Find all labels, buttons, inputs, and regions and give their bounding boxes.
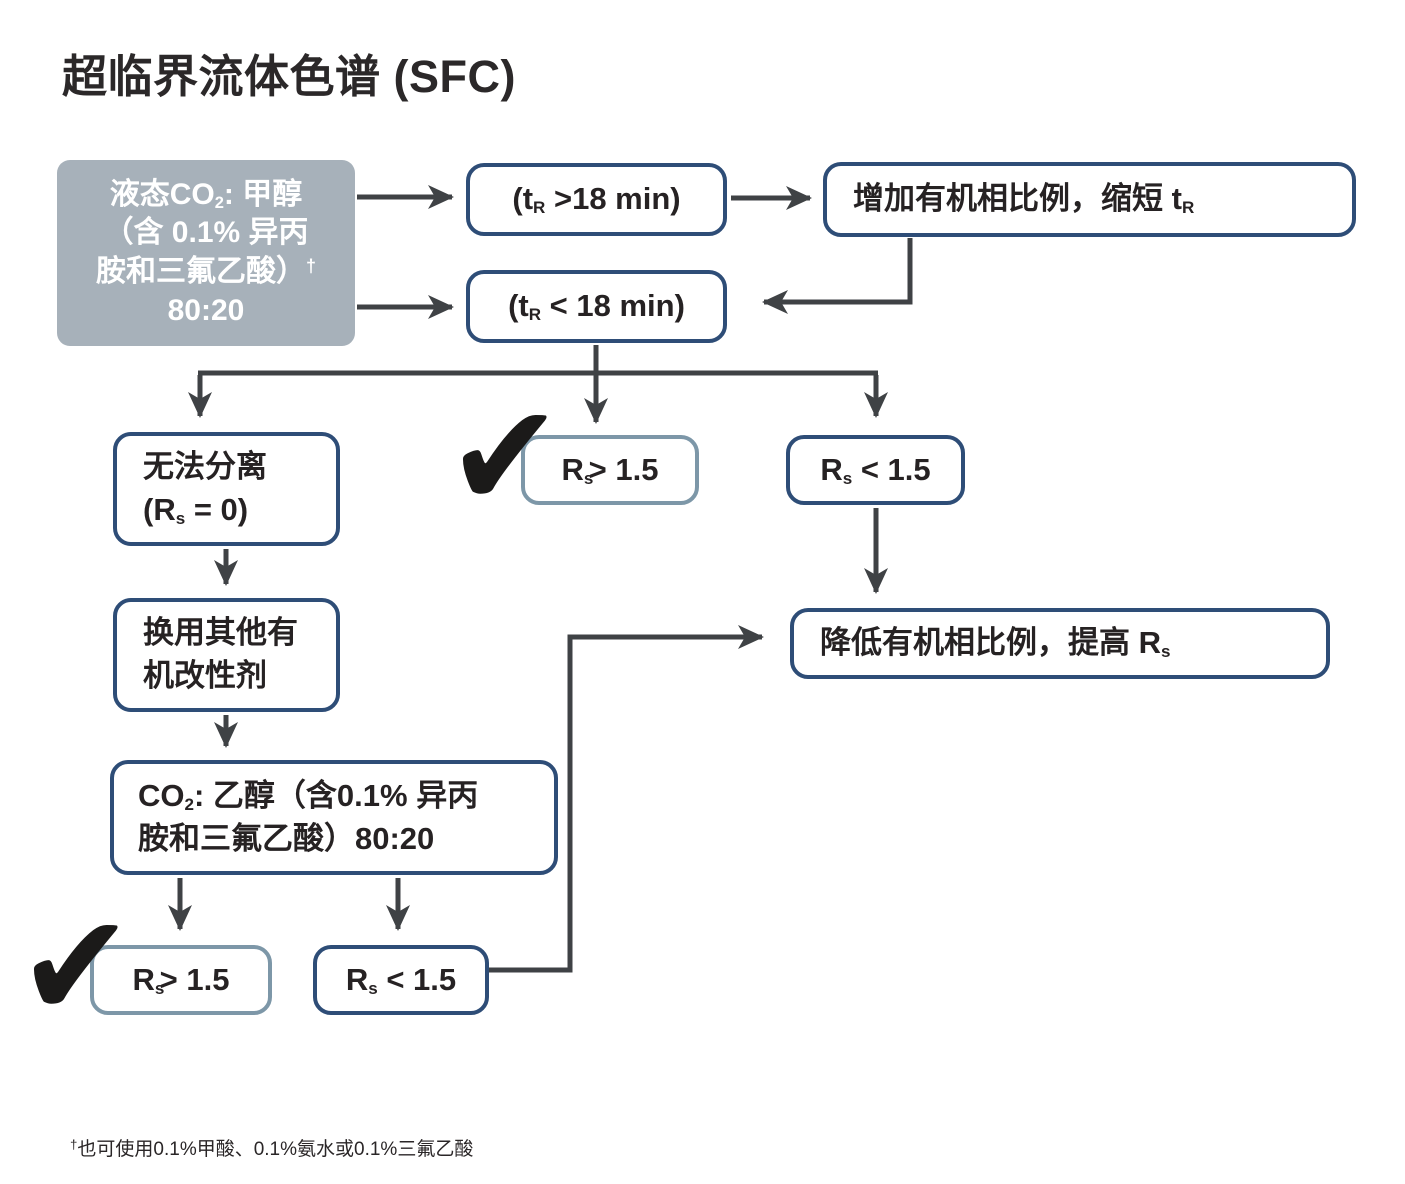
increase-organic-label: 增加有机相比例，缩短 tR xyxy=(853,181,1195,218)
node-rs-lt-1-5-bottom: Rs < 1.5 xyxy=(313,945,489,1015)
footnote: †也可使用0.1%甲酸、0.1%氨水或0.1%三氟乙酸 xyxy=(70,1134,473,1161)
decrease-organic-label: 降低有机相比例，提高 Rs xyxy=(820,625,1171,662)
rs-lt-1-5-bottom-label: Rs < 1.5 xyxy=(345,961,457,998)
node-rs-gt-1-5-bottom: Rs> 1.5 xyxy=(90,945,272,1015)
no-separation-line-1: 无法分离 xyxy=(143,449,267,485)
tr-lt-18-label: (tR < 18 min) xyxy=(508,288,685,325)
node-tr-gt-18: (tR >18 min) xyxy=(466,163,727,236)
no-separation-line-2: (Rs = 0) xyxy=(143,492,249,529)
change-modifier-line-1: 换用其他有 xyxy=(143,615,298,651)
change-modifier-line-2: 机改性剂 xyxy=(143,658,267,693)
start-line-1: 液态CO2: 甲醇 xyxy=(109,177,303,212)
start-line-4: 80:20 xyxy=(167,293,245,327)
node-rs-lt-1-5-top: Rs < 1.5 xyxy=(786,435,965,505)
node-decrease-organic: 降低有机相比例，提高 Rs xyxy=(790,608,1330,679)
co2-ethanol-line-1: CO2: 乙醇（含0.1% 异丙 xyxy=(138,777,479,814)
rs-gt-1-5-bottom-label: Rs> 1.5 xyxy=(132,961,230,998)
node-tr-lt-18: (tR < 18 min) xyxy=(466,270,727,343)
node-no-separation: 无法分离 (Rs = 0) xyxy=(113,432,340,546)
footnote-dagger: † xyxy=(70,1137,78,1153)
node-change-modifier: 换用其他有 机改性剂 xyxy=(113,598,340,712)
checkmark-icon: ✔ xyxy=(447,371,563,541)
node-rs-gt-1-5-mid: Rs> 1.5 xyxy=(521,435,699,505)
start-line-3: 胺和三氟乙酸）† xyxy=(95,255,316,288)
rs-lt-1-5-top-label: Rs < 1.5 xyxy=(820,451,931,488)
start-line-2: （含 0.1% 异丙 xyxy=(103,216,309,250)
node-increase-organic: 增加有机相比例，缩短 tR xyxy=(823,162,1356,237)
page-title: 超临界流体色谱 (SFC) xyxy=(62,51,516,102)
node-start-mobile-phase: 液态CO2: 甲醇 （含 0.1% 异丙 胺和三氟乙酸）† 80:20 xyxy=(57,160,355,346)
tr-gt-18-label: (tR >18 min) xyxy=(512,181,681,218)
checkmark-icon: ✔ xyxy=(18,881,134,1051)
footnote-text: 也可使用0.1%甲酸、0.1%氨水或0.1%三氟乙酸 xyxy=(77,1139,474,1160)
node-co2-ethanol: CO2: 乙醇（含0.1% 异丙 胺和三氟乙酸）80:20 xyxy=(110,760,558,875)
co2-ethanol-line-2: 胺和三氟乙酸）80:20 xyxy=(138,820,435,856)
rs-gt-1-5-mid-label: Rs> 1.5 xyxy=(561,451,659,488)
